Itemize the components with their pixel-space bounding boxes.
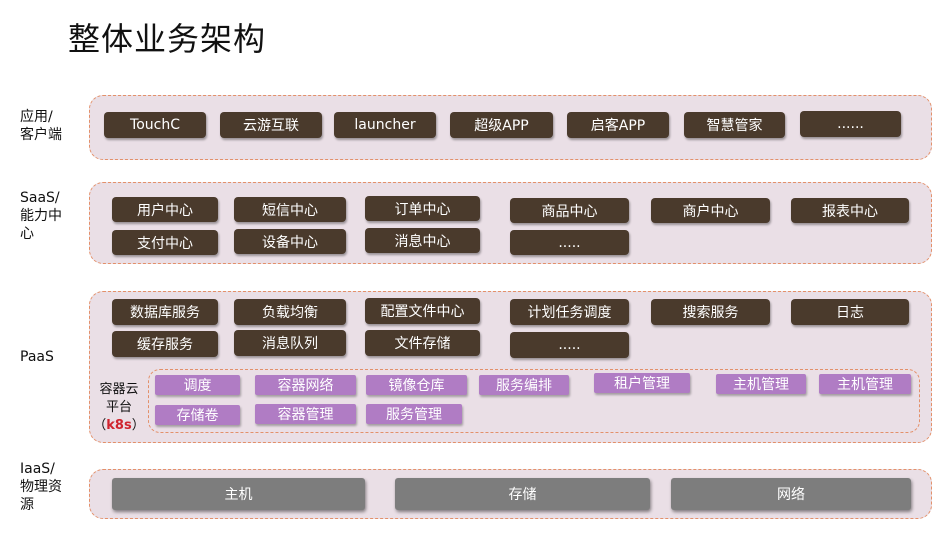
paas-item-task-scheduler[interactable]: 计划任务调度: [510, 299, 629, 325]
layer-label-iaas-line1: IaaS/: [20, 461, 55, 477]
k8s-highlight: k8s: [106, 418, 132, 433]
saas-item-report-center[interactable]: 报表中心: [791, 198, 909, 223]
paas-item-more[interactable]: .....: [510, 332, 629, 358]
layer-label-iaas: IaaS/ 物理资 源: [20, 460, 82, 514]
k8s-open-paren: （: [93, 418, 107, 433]
saas-item-sms-center[interactable]: 短信中心: [234, 197, 346, 222]
container-platform-label-line2: 平台: [105, 400, 132, 415]
container-platform-panel: [148, 369, 920, 433]
k8s-item-tenant-management[interactable]: 租户管理: [594, 373, 690, 393]
app-item-qike-app[interactable]: 启客APP: [567, 112, 669, 138]
saas-item-product-center[interactable]: 商品中心: [510, 198, 629, 223]
layer-label-saas-line2: 能力中: [20, 208, 62, 224]
paas-item-config-center[interactable]: 配置文件中心: [365, 298, 480, 324]
saas-item-payment-center[interactable]: 支付中心: [112, 230, 218, 255]
k8s-item-host-management-1[interactable]: 主机管理: [716, 374, 806, 394]
paas-item-logs[interactable]: 日志: [791, 299, 909, 325]
layer-label-saas: SaaS/ 能力中 心: [20, 189, 82, 243]
layer-label-saas-line3: 心: [20, 226, 34, 242]
layer-label-app-line1: 应用/: [20, 109, 53, 125]
layer-label-saas-line1: SaaS/: [20, 190, 60, 206]
paas-item-load-balancer[interactable]: 负载均衡: [234, 299, 346, 325]
k8s-close-paren: ）: [131, 418, 145, 433]
app-item-launcher[interactable]: launcher: [334, 112, 436, 138]
k8s-item-host-management-2[interactable]: 主机管理: [819, 374, 911, 394]
container-platform-label-line1: 容器云: [99, 382, 139, 397]
app-item-more[interactable]: ......: [800, 111, 901, 137]
k8s-item-service-management[interactable]: 服务管理: [366, 404, 462, 424]
paas-item-message-queue[interactable]: 消息队列: [234, 330, 346, 356]
iaas-item-host[interactable]: 主机: [112, 478, 365, 510]
saas-item-merchant-center[interactable]: 商户中心: [651, 198, 770, 223]
k8s-item-service-orchestration[interactable]: 服务编排: [479, 375, 569, 395]
container-platform-label: 容器云 平台 （k8s）: [93, 381, 145, 435]
iaas-item-network[interactable]: 网络: [671, 478, 911, 510]
k8s-item-container-network[interactable]: 容器网络: [255, 375, 356, 395]
container-platform-label-line3: （k8s）: [93, 417, 145, 435]
k8s-item-image-registry[interactable]: 镜像仓库: [366, 375, 467, 395]
paas-item-search-service[interactable]: 搜索服务: [651, 299, 770, 325]
page-title: 整体业务架构: [68, 20, 267, 58]
app-item-smart-butler[interactable]: 智慧管家: [684, 112, 785, 138]
paas-item-cache-service[interactable]: 缓存服务: [112, 331, 218, 357]
paas-item-file-storage[interactable]: 文件存储: [365, 330, 480, 356]
layer-label-app: 应用/ 客户端: [20, 108, 82, 144]
saas-item-user-center[interactable]: 用户中心: [112, 197, 218, 222]
iaas-item-storage[interactable]: 存储: [395, 478, 650, 510]
saas-item-more[interactable]: .....: [510, 230, 629, 255]
saas-item-message-center[interactable]: 消息中心: [365, 228, 480, 253]
layer-label-iaas-line2: 物理资: [20, 479, 62, 495]
saas-item-order-center[interactable]: 订单中心: [365, 196, 480, 221]
paas-item-database-service[interactable]: 数据库服务: [112, 299, 218, 325]
k8s-item-storage-volume[interactable]: 存储卷: [155, 405, 240, 425]
app-item-touchc[interactable]: TouchC: [104, 112, 206, 138]
app-item-yunyou[interactable]: 云游互联: [220, 112, 322, 138]
k8s-item-container-management[interactable]: 容器管理: [255, 404, 356, 424]
layer-label-app-line2: 客户端: [20, 127, 62, 143]
layer-label-paas: PaaS: [20, 349, 54, 365]
layer-label-iaas-line3: 源: [20, 497, 34, 513]
saas-item-device-center[interactable]: 设备中心: [234, 229, 346, 254]
k8s-item-scheduling[interactable]: 调度: [155, 375, 240, 395]
app-item-super-app[interactable]: 超级APP: [450, 112, 553, 138]
